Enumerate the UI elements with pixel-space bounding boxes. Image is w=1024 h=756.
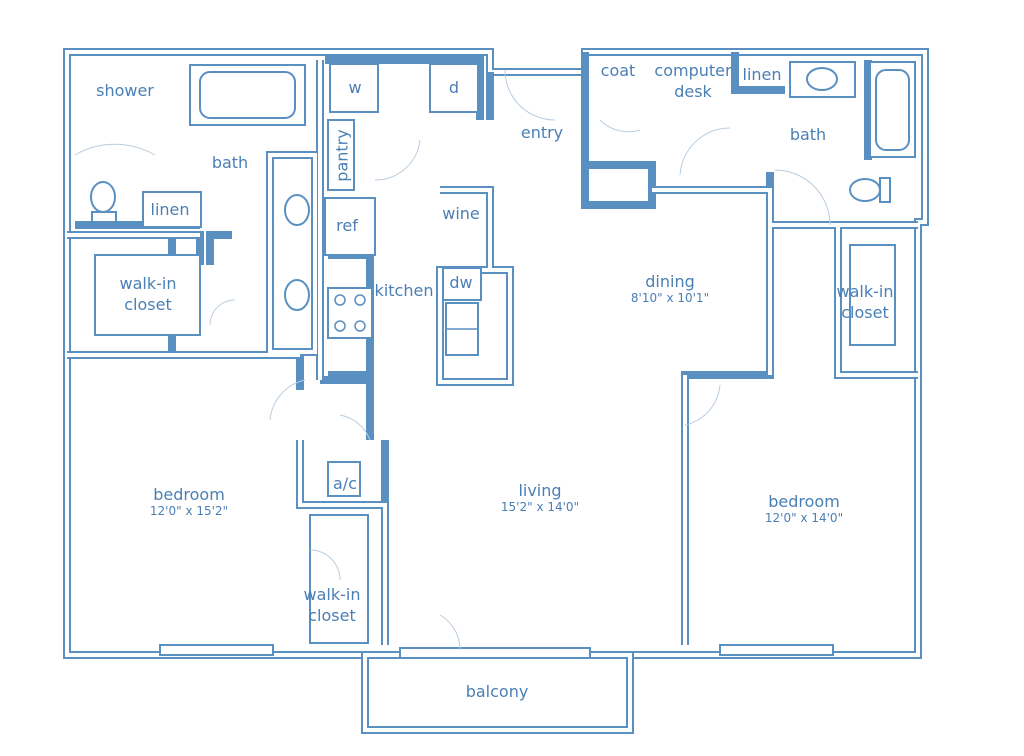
room-label-ac: a/c — [333, 474, 357, 493]
room-label-dining: dining — [645, 272, 695, 291]
room-label-dw: dw — [449, 273, 473, 292]
room-label-computer-desk: computer desk — [654, 61, 732, 101]
room-label-entry: entry — [520, 123, 564, 142]
room-dim-dining: 8'10" x 10'1" — [630, 291, 710, 305]
room-label-living: living — [518, 481, 562, 500]
room-label-bath-right: bath — [789, 125, 827, 144]
window — [159, 644, 274, 656]
room-label-balcony: balcony — [465, 682, 529, 701]
room-label-dryer: d — [448, 78, 460, 97]
room-label-coat: coat — [600, 61, 636, 80]
walls — [63, 48, 929, 734]
sliding-door — [399, 647, 591, 659]
room-label-linen-left: linen — [150, 200, 190, 219]
room-dim-bedroom-right: 12'0" x 14'0" — [764, 511, 844, 525]
room-label-wine: wine — [442, 204, 480, 223]
room-label-bedroom-left: bedroom — [153, 485, 225, 504]
stove — [327, 287, 373, 339]
room-label-walkin-closet-left: walk-in closet — [119, 274, 177, 314]
room-label-kitchen: kitchen — [374, 281, 434, 300]
room-dim-living: 15'2" x 14'0" — [500, 500, 580, 514]
dishwasher — [442, 267, 482, 301]
room-label-linen-right: linen — [742, 65, 782, 84]
room-dim-bedroom-left: 12'0" x 15'2" — [149, 504, 229, 518]
room-label-ref: ref — [336, 216, 358, 235]
refrigerator — [324, 197, 376, 256]
fixtures — [90, 61, 916, 659]
room-label-shower: shower — [96, 81, 154, 100]
room-label-washer: w — [348, 78, 362, 97]
pantry-box — [327, 119, 355, 191]
window — [719, 644, 834, 656]
washer — [329, 63, 379, 113]
door-swings — [74, 69, 831, 651]
room-label-walkin-closet-bottom: walk-in closet — [303, 585, 361, 625]
room-label-bedroom-right: bedroom — [768, 492, 840, 511]
room-label-walkin-closet-right: walk-in closet — [836, 282, 894, 322]
room-label-pantry: pantry — [332, 129, 352, 182]
dryer — [429, 63, 479, 113]
room-label-bath-left: bath — [211, 153, 249, 172]
